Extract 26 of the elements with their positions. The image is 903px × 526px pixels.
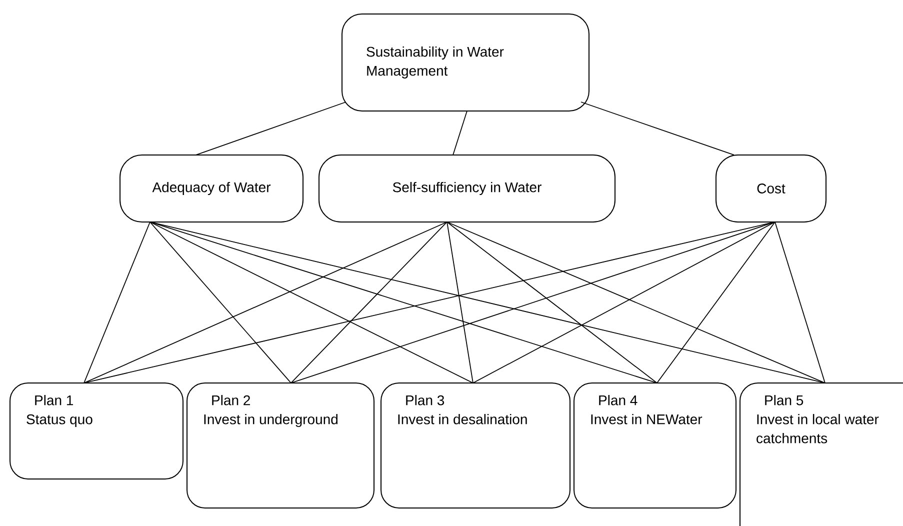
criterion-box: Cost	[716, 154, 826, 222]
connector-line	[150, 222, 474, 384]
connector-line	[150, 222, 658, 384]
connector-line	[452, 110, 468, 156]
plan-box: Plan 3 Invest in desalination	[380, 382, 570, 508]
connector-line	[290, 222, 448, 384]
connector-line	[446, 222, 826, 384]
plan-box: Plan 2 Invest in underground	[186, 382, 374, 508]
criterion-box: Self-sufficiency in Water	[318, 154, 616, 222]
plan-box: Plan 5 Invest in local water catchments	[740, 382, 903, 526]
connector-line	[446, 222, 474, 384]
connector-line	[196, 102, 346, 156]
plan-box: Plan 1 Status quo	[10, 382, 184, 480]
connector-line	[290, 222, 776, 384]
connector-line	[774, 222, 826, 384]
plan-box: Plan 4 Invest in NEWater	[574, 382, 736, 508]
connector-line	[446, 222, 658, 384]
connector-line	[150, 222, 826, 384]
criterion-box: Adequacy of Water	[120, 154, 304, 222]
connector-line	[150, 222, 292, 384]
connector-line	[580, 102, 734, 156]
connector-line	[656, 222, 776, 384]
connector-line	[472, 222, 776, 384]
connector-line	[84, 222, 150, 384]
connector-line	[84, 222, 448, 384]
goal-box: Sustainability in Water Management	[342, 14, 590, 112]
